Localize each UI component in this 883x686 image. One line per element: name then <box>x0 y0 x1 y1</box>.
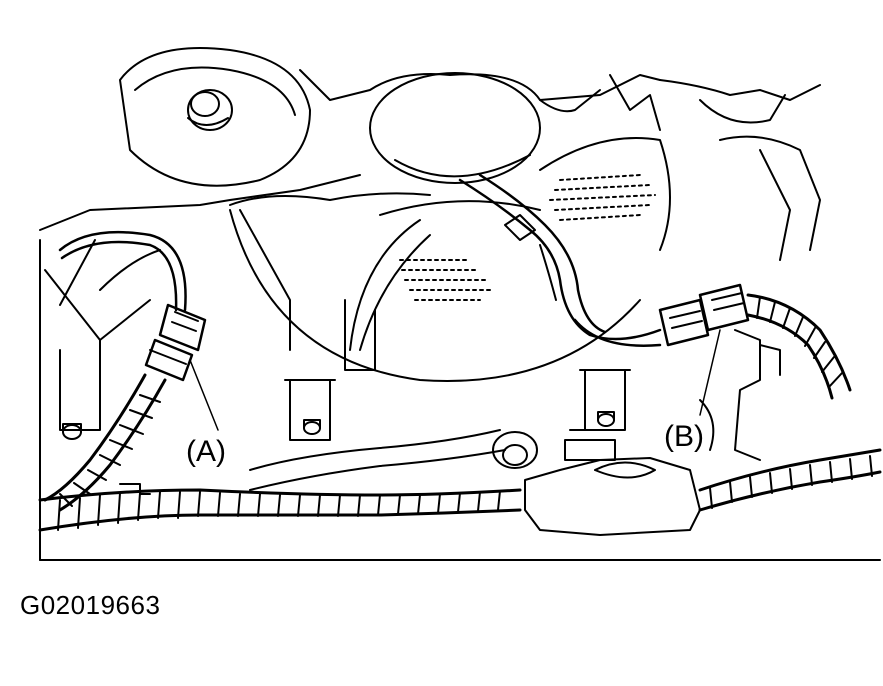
brackets <box>62 369 631 441</box>
harness-to-connector-b <box>458 173 662 347</box>
pulley <box>119 47 311 187</box>
harness-b-right <box>746 293 852 400</box>
left-rails <box>39 174 881 561</box>
connector-a <box>144 303 207 382</box>
figure-id: G02019663 <box>20 590 161 620</box>
upper-casting <box>299 69 821 261</box>
connector-b <box>658 283 750 347</box>
leader-line-a <box>189 359 219 431</box>
lower-harness <box>38 448 882 532</box>
leader-line-b <box>699 329 721 416</box>
cross-tube <box>249 429 538 491</box>
callout-b: (B) <box>664 420 704 453</box>
harness-to-connector-a <box>43 230 187 512</box>
fan-shroud <box>229 137 671 382</box>
right-bracket <box>699 329 781 461</box>
callout-a: (A) <box>186 435 226 468</box>
